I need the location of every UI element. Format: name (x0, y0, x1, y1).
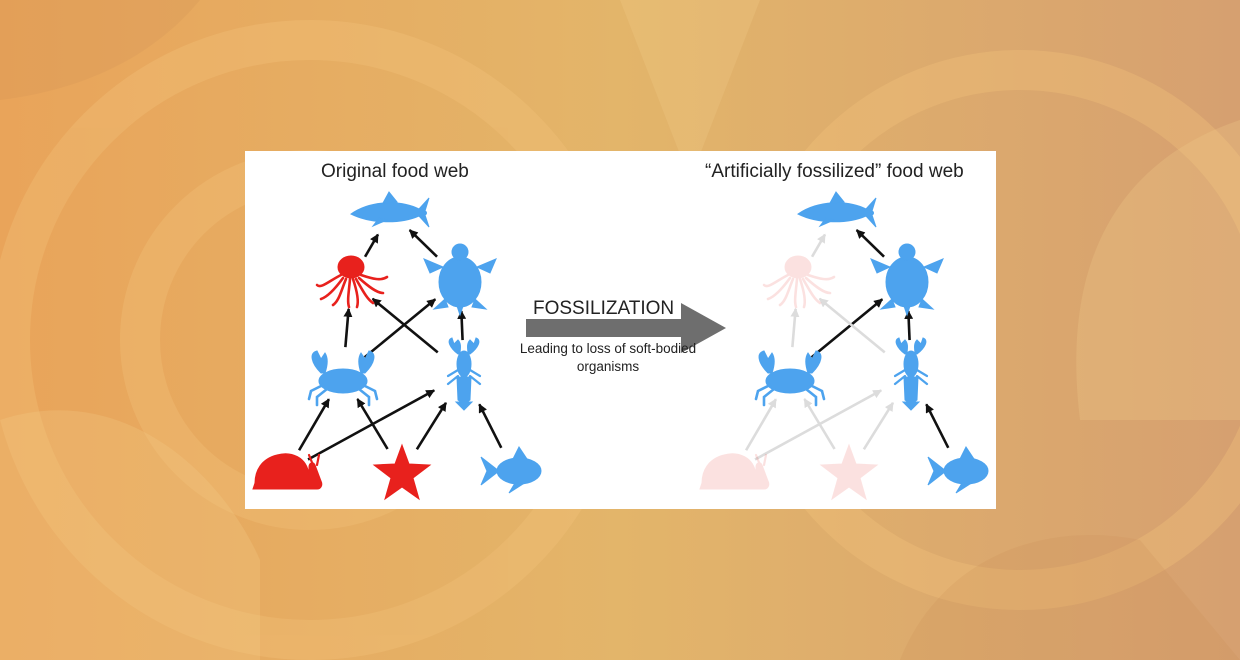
original-arrow-starfish-to-crab (356, 398, 389, 450)
original-arrow-starfish-to-lobster (415, 401, 448, 450)
original-arrow-lobster-to-octopus (371, 297, 439, 354)
fossilized-starfish-icon (820, 444, 878, 500)
original-arrow-lobster-to-turtle (457, 309, 467, 341)
fossilized-arrow-lobster-to-turtle (904, 309, 914, 341)
fossilized-arrow-starfish-to-lobster (862, 401, 895, 450)
fossilized-fish-icon (927, 446, 989, 494)
fossilized-arrow-snail-to-crab (744, 398, 778, 451)
original-snail-icon (251, 452, 323, 491)
original-arrow-snail-to-lobster (307, 389, 436, 461)
original-octopus-icon (315, 254, 389, 309)
fossilization-label: FOSSILIZATION (533, 298, 675, 319)
original-shark-icon (350, 191, 430, 228)
fossilized-web-title: “Artificially fossilized” food web (705, 161, 964, 182)
original-food-web (251, 191, 542, 500)
fossilized-shark-icon (797, 191, 877, 228)
fossilized-lobster-icon (893, 336, 929, 412)
original-arrow-snail-to-crab (297, 398, 331, 451)
fossilized-arrow-crab-to-octopus (790, 307, 800, 348)
original-starfish-icon (373, 444, 431, 500)
original-web-title: Original food web (321, 161, 469, 182)
fossilized-crab-icon (754, 349, 826, 407)
fossilized-octopus-icon (762, 254, 836, 309)
fossilization-arrow (526, 303, 726, 353)
original-arrow-crab-to-octopus (343, 307, 353, 348)
fossilized-snail-icon (698, 452, 770, 491)
original-arrow-fish-to-lobster (478, 403, 503, 449)
fossilized-arrow-starfish-to-crab (803, 398, 836, 450)
fossilized-arrow-lobster-to-octopus (818, 297, 886, 354)
original-arrow-crab-to-turtle (363, 298, 437, 359)
original-lobster-icon (446, 336, 482, 412)
fossilized-arrow-turtle-to-shark (855, 229, 885, 258)
original-fish-icon (480, 446, 542, 494)
original-arrow-octopus-to-shark (363, 233, 380, 258)
original-crab-icon (307, 349, 379, 407)
original-arrow-turtle-to-shark (408, 229, 438, 258)
food-web-diagram (251, 191, 989, 500)
fossilized-arrow-fish-to-lobster (925, 403, 950, 449)
food-web-figure: Original food web “Artificially fossiliz… (245, 151, 996, 509)
fossilization-description: Leading to loss of soft-bodied organisms (519, 341, 697, 374)
fossilized-food-web (698, 191, 989, 500)
fossilized-arrow-octopus-to-shark (810, 233, 827, 258)
fossilized-arrow-crab-to-turtle (810, 298, 884, 359)
fossilized-arrow-snail-to-lobster (754, 389, 883, 461)
